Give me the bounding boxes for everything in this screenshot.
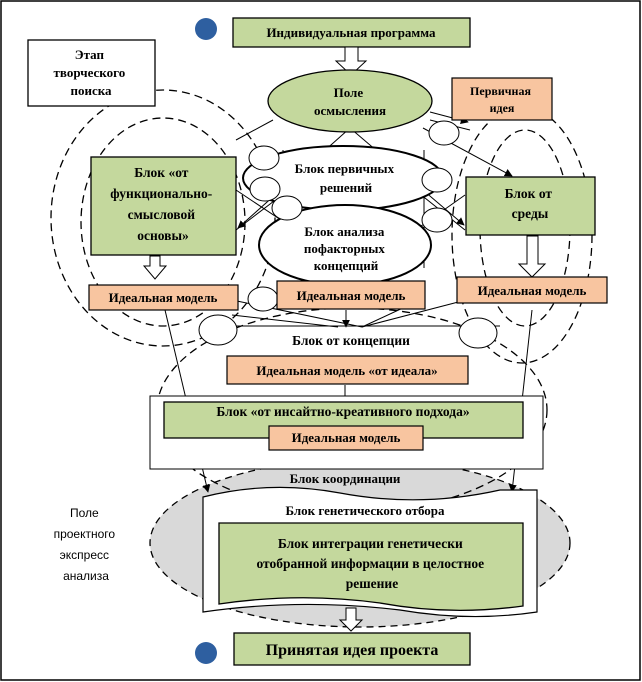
ideal-model-right-box <box>456 276 608 304</box>
ideal-from-ideal-box <box>226 355 469 385</box>
ideal-model-center-box <box>276 280 426 310</box>
express-field-line-4: анализа <box>63 569 109 583</box>
express-field-line-2: проектного <box>54 527 116 541</box>
field-of-meaning-line-1: Поле <box>334 85 364 100</box>
environment-block-box <box>465 176 596 236</box>
functional-block-line-4: основы» <box>137 228 189 243</box>
functional-down-arrow <box>142 255 168 280</box>
environment-block-label: Блок от среды <box>505 186 556 221</box>
creative-search-box <box>27 39 156 107</box>
creative-search-line-1: Этап <box>75 47 105 62</box>
individual-program-box <box>232 17 471 48</box>
environment-block-line-2: среды <box>512 206 549 221</box>
blue-dot-bottom <box>195 642 217 664</box>
primary-idea-line-2: идея <box>490 101 515 115</box>
primary-solutions-line-1: Блок первичных <box>295 161 395 176</box>
small-circle <box>421 207 453 233</box>
integration-block-line-2: отобранной информации в целостное <box>256 556 484 571</box>
express-field-label: Поле проектного экспресс анализа <box>54 506 119 583</box>
functional-block-line-3: смысловой <box>128 207 196 222</box>
integration-block-line-3: решение <box>346 576 398 591</box>
ideal-model-insight-label: Идеальная модель <box>292 430 401 445</box>
field-of-meaning-label: Поле осмысления <box>314 85 386 118</box>
functional-block-line-1: Блок «от <box>134 165 189 180</box>
primary-idea-box <box>451 77 553 121</box>
functional-block-label: Блок «от функционально- смысловой основы… <box>110 165 215 243</box>
small-circle <box>458 317 498 349</box>
primary-idea-line-1: Первичная <box>470 84 531 98</box>
concept-block-label: Блок от концепции <box>292 333 410 348</box>
program-down-arrow <box>334 46 368 76</box>
ideal-model-right-label: Идеальная модель <box>478 283 587 298</box>
ideal-model-left-box <box>88 284 239 311</box>
ideal-model-left-label: Идеальная модель <box>109 290 218 305</box>
integration-block-line-1: Блок интеграции генетически <box>278 536 463 551</box>
left-outer-dashed-ellipse <box>50 89 276 347</box>
ideal-model-insight-box <box>268 425 424 451</box>
ideal-model-center-label: Идеальная модель <box>297 288 406 303</box>
accepted-idea-label: Принятая идея проекта <box>266 642 439 659</box>
small-circle <box>247 286 279 312</box>
creative-search-line-3: поиска <box>70 83 112 98</box>
small-circle <box>198 314 238 346</box>
field-of-meaning-line-2: осмысления <box>314 103 386 118</box>
ideal-from-ideal-label: Идеальная модель «от идеала» <box>256 363 437 378</box>
coordination-block-label: Блок координации <box>290 471 401 486</box>
functional-block-box <box>90 156 237 256</box>
small-circle <box>421 167 453 193</box>
functional-block-line-2: функционально- <box>110 186 212 201</box>
factor-concepts-line-2: пофакторных <box>304 241 386 256</box>
factor-concepts-line-3: концепций <box>314 258 379 273</box>
field-of-meaning-ellipse <box>267 69 433 133</box>
creative-search-line-2: творческого <box>54 65 126 80</box>
express-field-line-1: Поле <box>70 506 99 520</box>
express-field-line-3: экспресс <box>60 548 109 562</box>
genetic-selection-label: Блок генетического отбора <box>285 503 445 518</box>
integration-down-arrow <box>338 607 364 632</box>
insight-block-label: Блок «от инсайтно-креативного подхода» <box>216 404 469 419</box>
primary-solutions-label: Блок первичных решений <box>295 161 398 195</box>
primary-idea-label: Первичная идея <box>470 84 534 115</box>
blue-dot-top <box>195 18 217 40</box>
environment-down-arrow <box>517 235 547 278</box>
factor-concepts-line-1: Блок анализа <box>304 224 385 239</box>
factor-concepts-label: Блок анализа пофакторных концепций <box>304 224 388 273</box>
individual-program-label: Индивидуальная программа <box>266 25 436 40</box>
small-circle <box>249 176 281 202</box>
primary-solutions-line-2: решений <box>320 180 373 195</box>
small-circle <box>271 195 303 221</box>
accepted-idea-box <box>233 632 471 666</box>
small-circle <box>248 145 280 171</box>
environment-block-line-1: Блок от <box>505 186 553 201</box>
creative-search-label: Этап творческого поиска <box>54 47 129 98</box>
integration-block-label: Блок интеграции генетически отобранной и… <box>256 536 487 591</box>
integration-block-box <box>218 522 524 611</box>
small-circle <box>428 120 460 146</box>
